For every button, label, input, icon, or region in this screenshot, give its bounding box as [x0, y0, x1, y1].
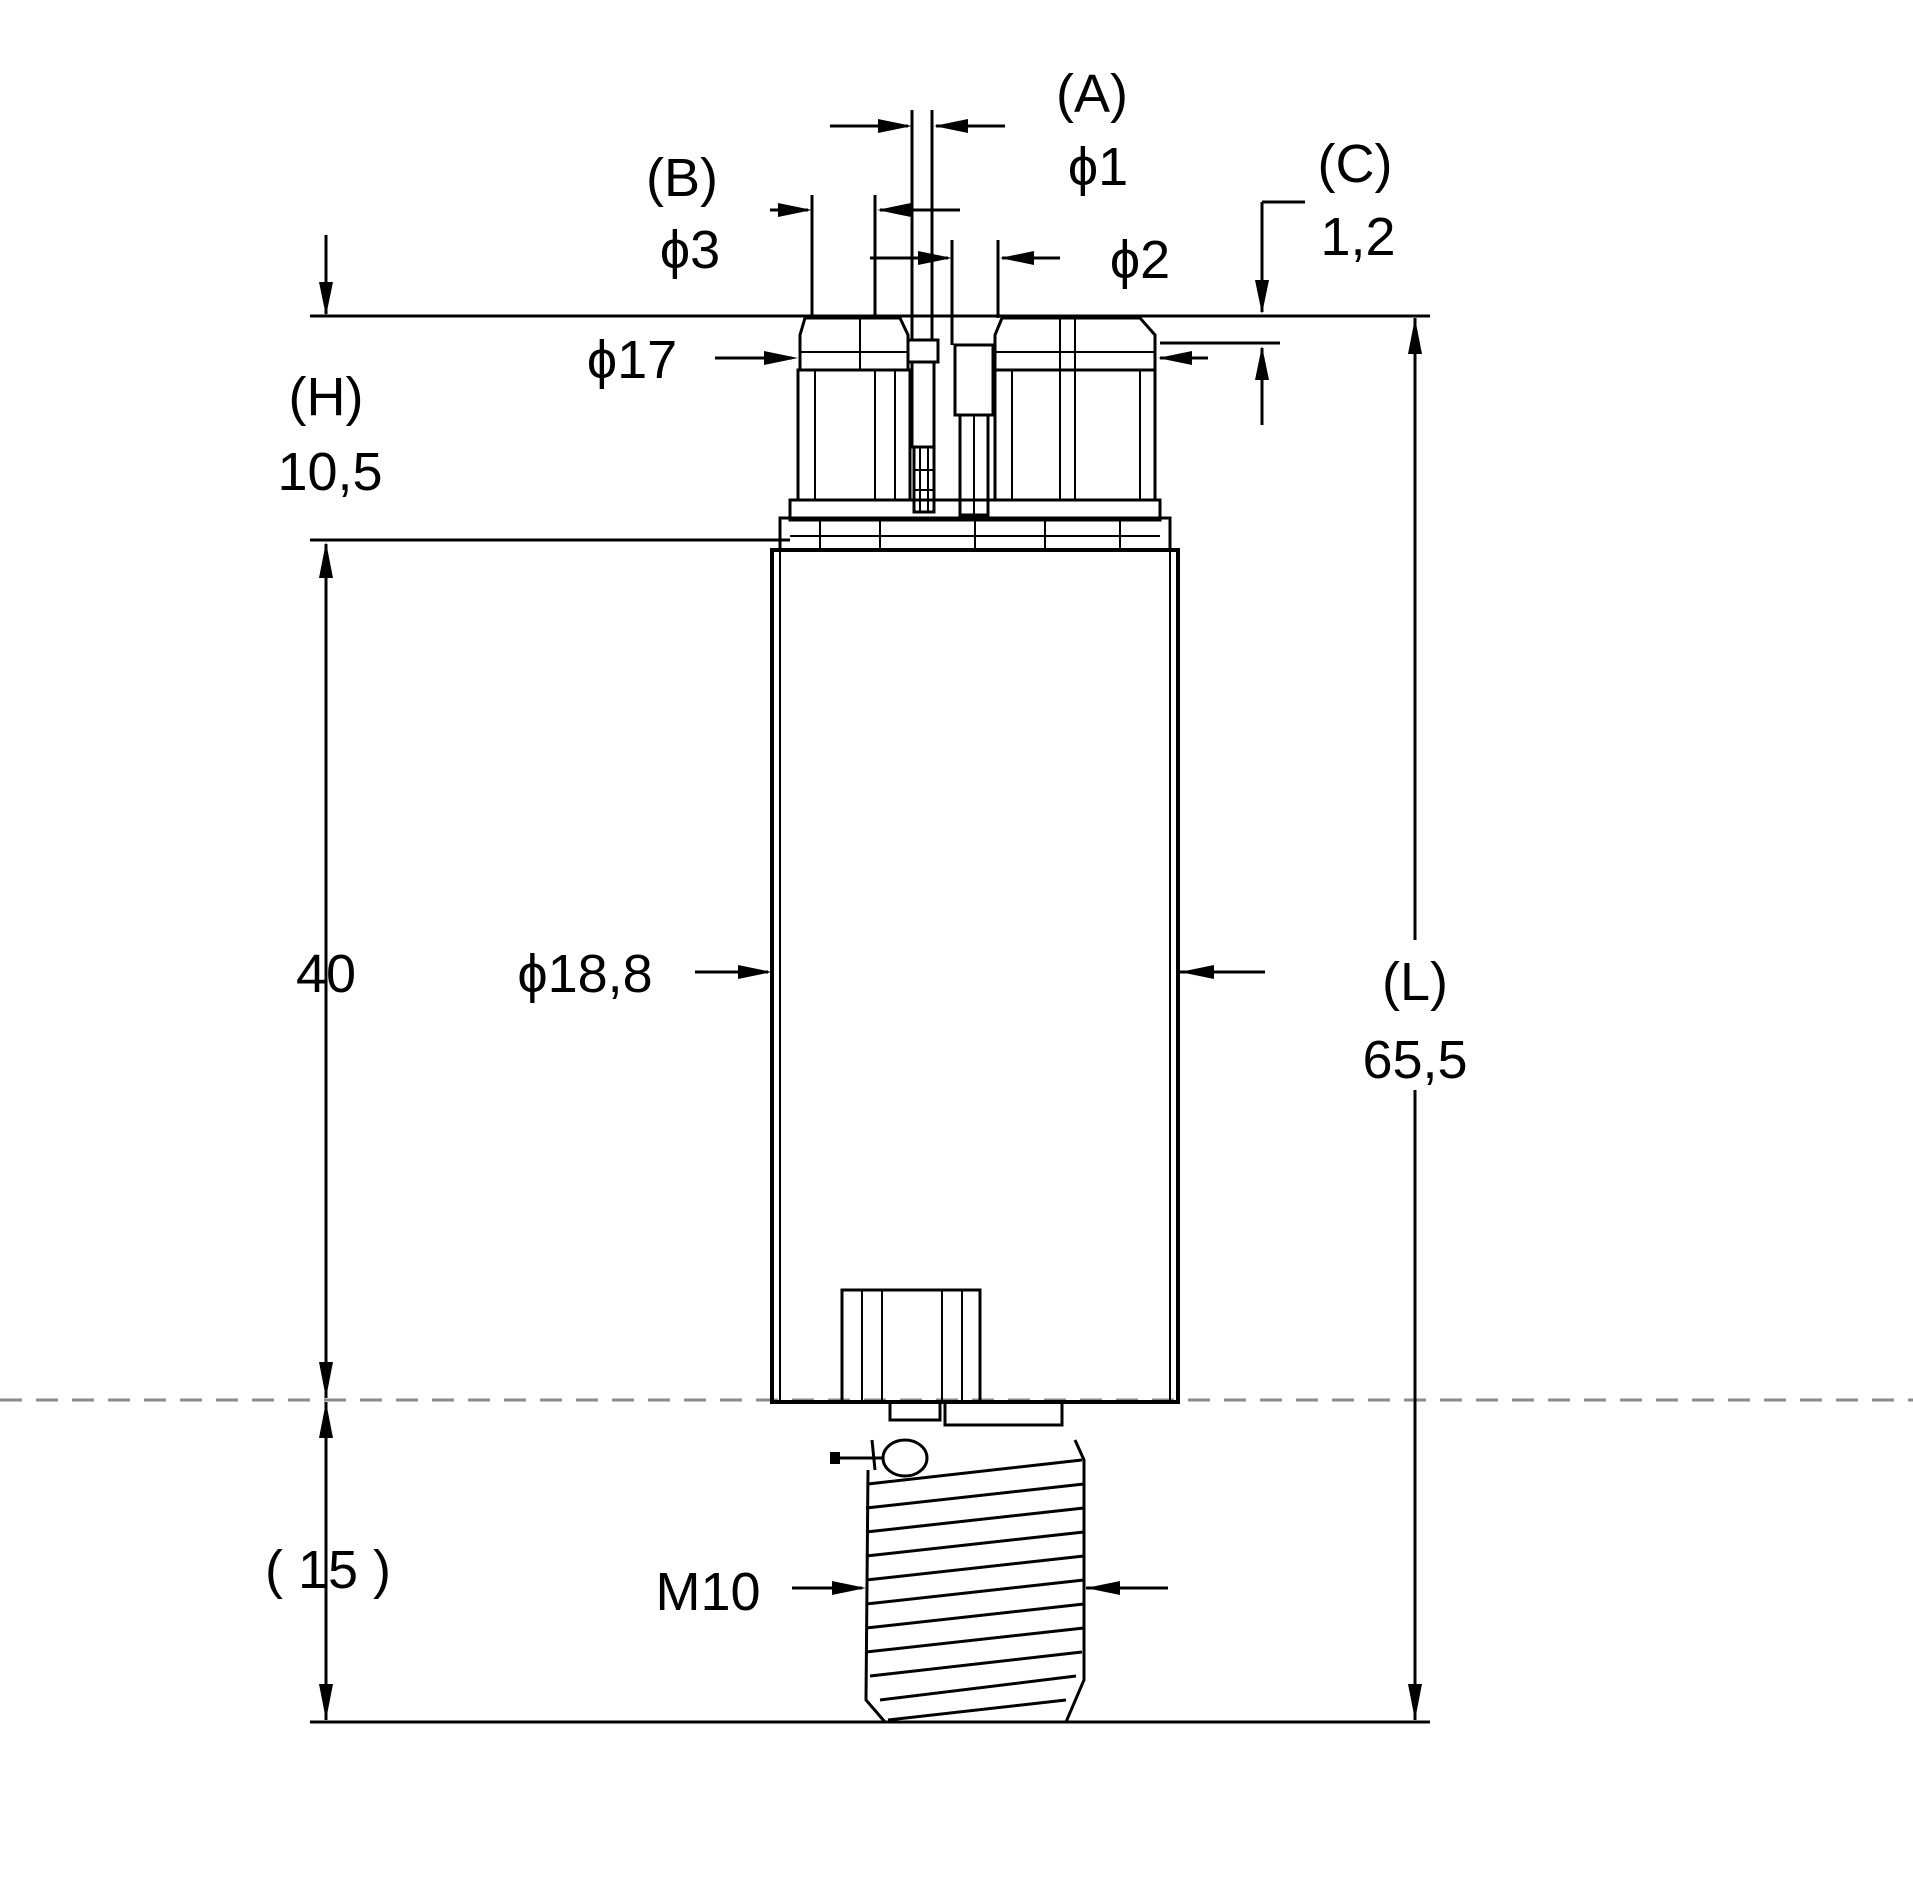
dim-d17-value: ϕ17 [587, 330, 677, 390]
dim-c-label: (C) [1318, 134, 1393, 194]
center-terminal [953, 343, 995, 517]
connector-right [993, 316, 1157, 502]
dim-40-value: 40 [296, 944, 356, 1004]
connector-left [796, 316, 912, 502]
dim-15-value: ( 15 ) [265, 1540, 391, 1600]
top-collar [778, 498, 1172, 552]
dim-h-label: (H) [289, 367, 364, 427]
bottom-block [840, 1288, 982, 1404]
dim-a-value: ϕ1 [1068, 137, 1128, 197]
body-cylinder [770, 548, 1180, 1404]
dim-c-value: 1,2 [1320, 207, 1395, 267]
threaded-stud [830, 1402, 1086, 1724]
dim-b-value: ϕ3 [660, 220, 720, 280]
dim-l-value: 65,5 [1362, 1030, 1467, 1090]
dim-l-label: (L) [1382, 952, 1448, 1012]
dim-h-value: 10,5 [277, 442, 382, 502]
dim-a-label: (A) [1056, 64, 1128, 124]
dim-d2-value: ϕ2 [1110, 230, 1170, 290]
dim-thread-value: M10 [655, 1562, 760, 1622]
dim-b-label: (B) [646, 148, 718, 208]
dimension-lines [310, 110, 1430, 1724]
dim-d18-value: ϕ18,8 [517, 944, 652, 1004]
center-pin [906, 338, 940, 514]
